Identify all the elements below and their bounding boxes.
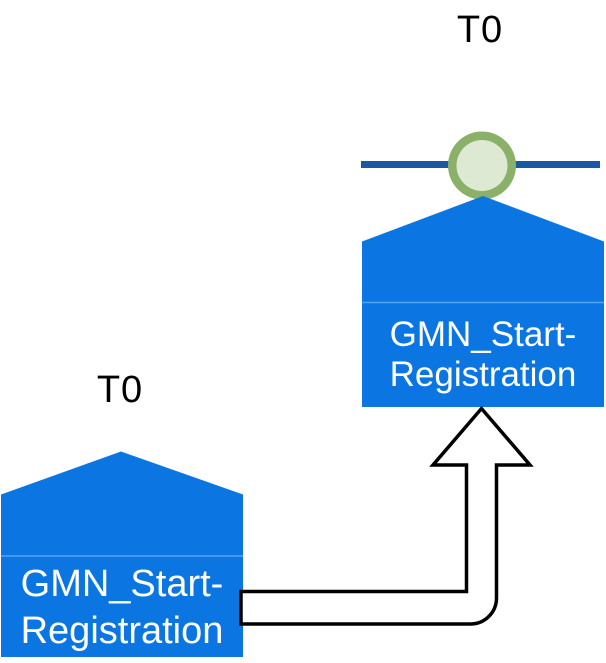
source-process-shape bbox=[1, 451, 243, 657]
source-time-label: T0 bbox=[96, 369, 144, 411]
target-process-label-line2: Registration bbox=[389, 354, 577, 394]
timeline-event-marker-fill-icon bbox=[456, 140, 508, 191]
target-process-shape bbox=[362, 196, 604, 407]
target-process-label: GMN_Start- Registration bbox=[362, 302, 604, 407]
source-process-label-line2: Registration bbox=[20, 610, 224, 652]
source-process-label-line1: GMN_Start- bbox=[20, 563, 224, 605]
target-process-label-line1: GMN_Start- bbox=[389, 314, 577, 354]
target-time-label: T0 bbox=[456, 9, 504, 51]
source-process-label: GMN_Start- Registration bbox=[1, 556, 243, 657]
connector-arrow bbox=[239, 405, 534, 626]
